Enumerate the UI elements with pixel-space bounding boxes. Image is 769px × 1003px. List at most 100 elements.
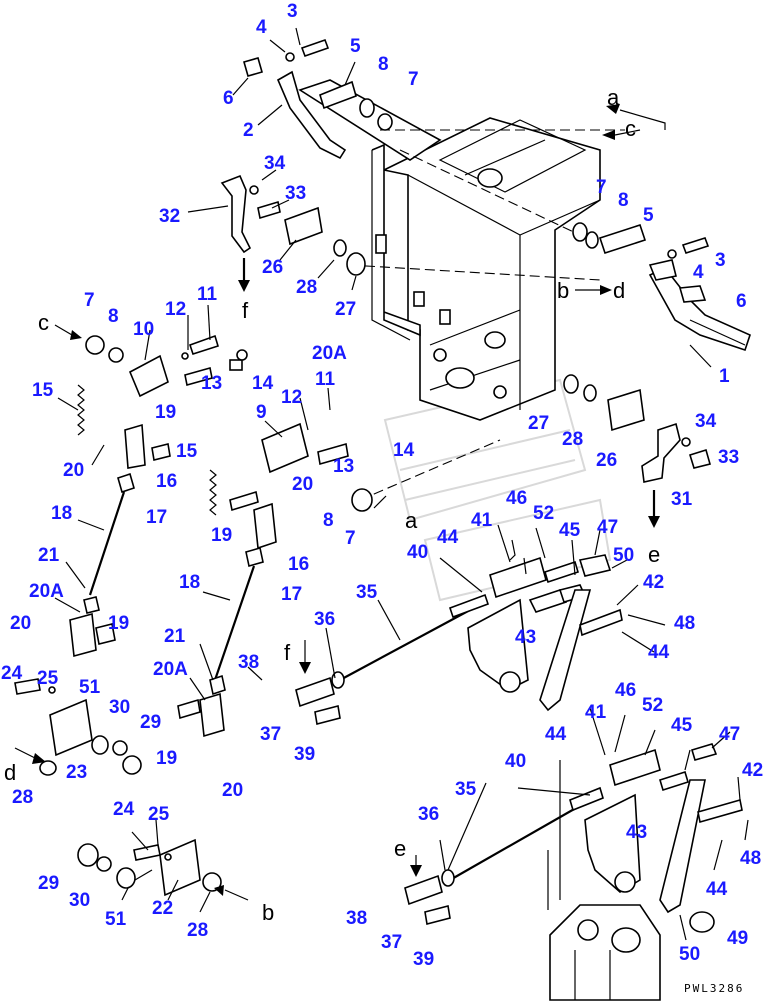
callout-45: 44 bbox=[437, 527, 459, 548]
callout-38: 37 bbox=[260, 724, 281, 745]
callout-8-c: 8 bbox=[108, 306, 119, 327]
callout-22: 21 bbox=[38, 545, 60, 566]
callout-27: 26 bbox=[262, 257, 283, 278]
callout-11-b: 11 bbox=[315, 369, 336, 390]
callout-49-b: 48 bbox=[740, 848, 761, 869]
callout-11: 11 bbox=[197, 284, 218, 305]
callout-42-b: 41 bbox=[585, 702, 607, 723]
callout-51: 50 bbox=[613, 545, 634, 566]
view-letter-d: d bbox=[613, 278, 625, 303]
callout-3-b: 3 bbox=[715, 250, 726, 271]
callout-19-d: 19 bbox=[156, 748, 177, 769]
callout-46: 45 bbox=[559, 520, 581, 541]
callout-45-c: 44 bbox=[545, 724, 567, 745]
callout-18: 18 bbox=[51, 503, 72, 524]
callout-43: 42 bbox=[643, 572, 664, 593]
lower-rod-36 bbox=[404, 743, 743, 1001]
callout-3: 3 bbox=[287, 1, 298, 22]
callout-20: 20 bbox=[63, 460, 84, 481]
callout-7-c: 7 bbox=[84, 290, 95, 311]
upper-pedal bbox=[243, 38, 393, 160]
callout-5: 5 bbox=[350, 36, 361, 57]
callout-21-b: 20A bbox=[153, 659, 188, 680]
callout-29-d: 28 bbox=[187, 920, 208, 941]
callout-12-b: 12 bbox=[281, 387, 302, 408]
callout-37: 36 bbox=[314, 609, 335, 630]
callout-52: 51 bbox=[79, 677, 101, 698]
callout-39: 38 bbox=[238, 652, 259, 673]
callout-16-b: 16 bbox=[288, 554, 309, 575]
callout-25: 24 bbox=[1, 663, 23, 684]
callout-5-b: 5 bbox=[643, 205, 654, 226]
callout-46-b: 45 bbox=[671, 715, 693, 736]
control-box bbox=[298, 79, 601, 421]
callout-25-b: 24 bbox=[113, 799, 135, 820]
callout-33: 32 bbox=[159, 206, 180, 227]
callout-10: 10 bbox=[133, 319, 154, 340]
callout-7-d: 7 bbox=[345, 528, 356, 549]
leader-lines bbox=[55, 28, 749, 941]
callout-22-b: 21 bbox=[164, 626, 186, 647]
view-letter-e-2: e bbox=[394, 836, 406, 861]
view-letter-b-2: b bbox=[262, 900, 274, 925]
lever-33 bbox=[220, 174, 366, 292]
callout-9: 9 bbox=[256, 402, 267, 423]
callout-39-b: 38 bbox=[346, 908, 367, 929]
callout-26-b: 25 bbox=[148, 804, 170, 825]
callout-30: 29 bbox=[140, 712, 161, 733]
callout-36-b: 35 bbox=[455, 779, 477, 800]
callout-26: 25 bbox=[37, 668, 59, 689]
callout-20-b: 20 bbox=[292, 474, 313, 495]
callout-6: 6 bbox=[223, 88, 234, 109]
callout-12: 12 bbox=[165, 299, 186, 320]
callout-15-b: 15 bbox=[176, 441, 198, 462]
callout-8-b: 8 bbox=[618, 190, 629, 211]
callout-24: 23 bbox=[66, 762, 87, 783]
callout-38-b: 37 bbox=[381, 932, 402, 953]
callout-19-b: 19 bbox=[211, 525, 232, 546]
callout-29-c: 28 bbox=[12, 787, 33, 808]
callout-4-b: 4 bbox=[693, 262, 704, 283]
view-letter-b: b bbox=[557, 278, 569, 303]
view-letter-d-2: d bbox=[4, 760, 16, 785]
callout-15: 15 bbox=[32, 380, 54, 401]
callout-8: 8 bbox=[378, 54, 389, 75]
callout-48: 47 bbox=[597, 517, 618, 538]
callout-53-b: 52 bbox=[642, 695, 663, 716]
callout-53: 52 bbox=[533, 503, 554, 524]
callout-1: 1 bbox=[719, 366, 730, 387]
right-pedal bbox=[572, 222, 751, 352]
callout-27-b: 26 bbox=[596, 450, 617, 471]
callout-42: 41 bbox=[471, 510, 493, 531]
callout-19: 19 bbox=[155, 402, 176, 423]
left-linkage bbox=[14, 334, 248, 776]
callout-7-b: 7 bbox=[596, 177, 607, 198]
callout-14-b: 14 bbox=[393, 440, 415, 461]
view-letter-e: e bbox=[648, 542, 660, 567]
view-arrows bbox=[14, 104, 666, 901]
callout-45-b: 44 bbox=[648, 642, 670, 663]
callout-52-b: 51 bbox=[105, 909, 127, 930]
callout-44: 43 bbox=[515, 627, 536, 648]
callout-28: 27 bbox=[335, 299, 356, 320]
callout-47-b: 46 bbox=[615, 680, 636, 701]
callout-34-b: 33 bbox=[718, 447, 739, 468]
callout-40-b: 39 bbox=[413, 949, 434, 970]
callout-20-c: 20 bbox=[10, 613, 31, 634]
view-letter-c-2: c bbox=[38, 310, 49, 335]
callout-8-d: 8 bbox=[323, 510, 334, 531]
callout-16: 16 bbox=[156, 471, 177, 492]
callout-43-b: 42 bbox=[742, 760, 763, 781]
view-letter-a-2: a bbox=[405, 508, 418, 533]
callout-17-b: 17 bbox=[281, 584, 302, 605]
callout-29: 28 bbox=[296, 277, 317, 298]
callout-21: 20A bbox=[29, 581, 64, 602]
drawing-code: PWL3286 bbox=[684, 982, 744, 995]
callout-41-b: 40 bbox=[505, 751, 526, 772]
callout-37-b: 36 bbox=[418, 804, 439, 825]
callout-4: 4 bbox=[256, 17, 267, 38]
callout-41: 40 bbox=[407, 542, 428, 563]
callout-51-b: 50 bbox=[679, 944, 700, 965]
view-letters: a c b d c f a e f d e b bbox=[4, 85, 660, 925]
